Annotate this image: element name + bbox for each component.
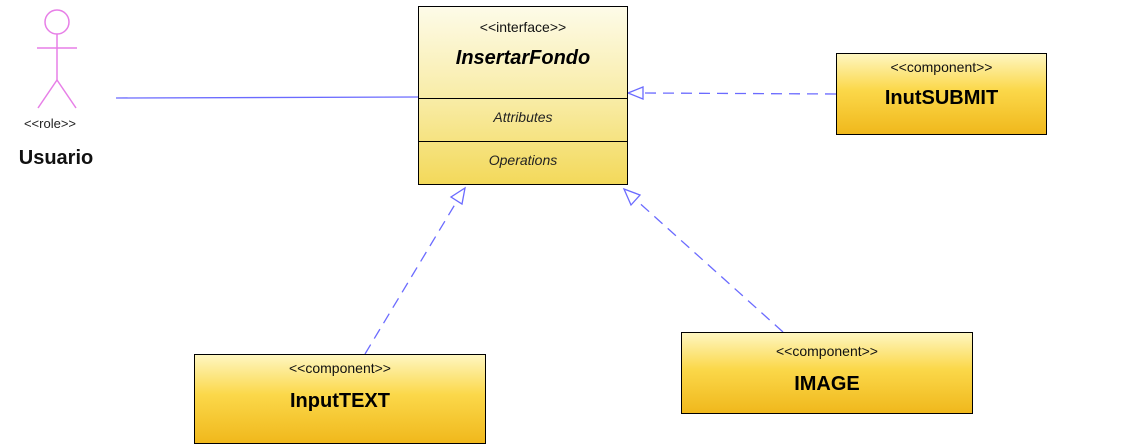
interface-box[interactable]: <<interface>> InsertarFondo Attributes O… [418,6,628,185]
component-stereotype: <<component>> [289,360,391,376]
component-name: InputTEXT [290,390,390,412]
component-stereotype: <<component>> [776,343,878,359]
actor-head [44,9,70,35]
component-inutsubmit[interactable]: <<component>> InutSUBMIT [836,53,1047,135]
realization-image [622,187,784,333]
interface-operations: Operations [488,152,558,168]
actor-name[interactable]: Usuario [18,147,94,169]
realization-text [364,186,466,355]
interface-header: <<interface>> InsertarFondo [419,7,627,99]
component-stereotype: <<component>> [890,59,993,75]
component-image[interactable]: <<component>> IMAGE [681,332,973,414]
actor-right-leg [56,79,77,109]
realization-arrowhead [622,187,642,207]
component-inputtext[interactable]: <<component>> InputTEXT [194,354,486,444]
component-name: IMAGE [794,373,860,395]
realization-submit [626,86,837,100]
realization-arrowhead [449,186,466,206]
association-line [115,96,419,99]
actor-stereotype: <<role>> [23,116,77,131]
interface-name: InsertarFondo [455,47,591,69]
realization-arrowhead [626,86,644,100]
interface-stereotype: <<interface>> [479,19,567,35]
actor-left-leg [37,79,58,109]
component-name: InutSUBMIT [884,87,999,109]
actor-figure [37,9,77,109]
interface-attributes: Attributes [419,99,627,142]
